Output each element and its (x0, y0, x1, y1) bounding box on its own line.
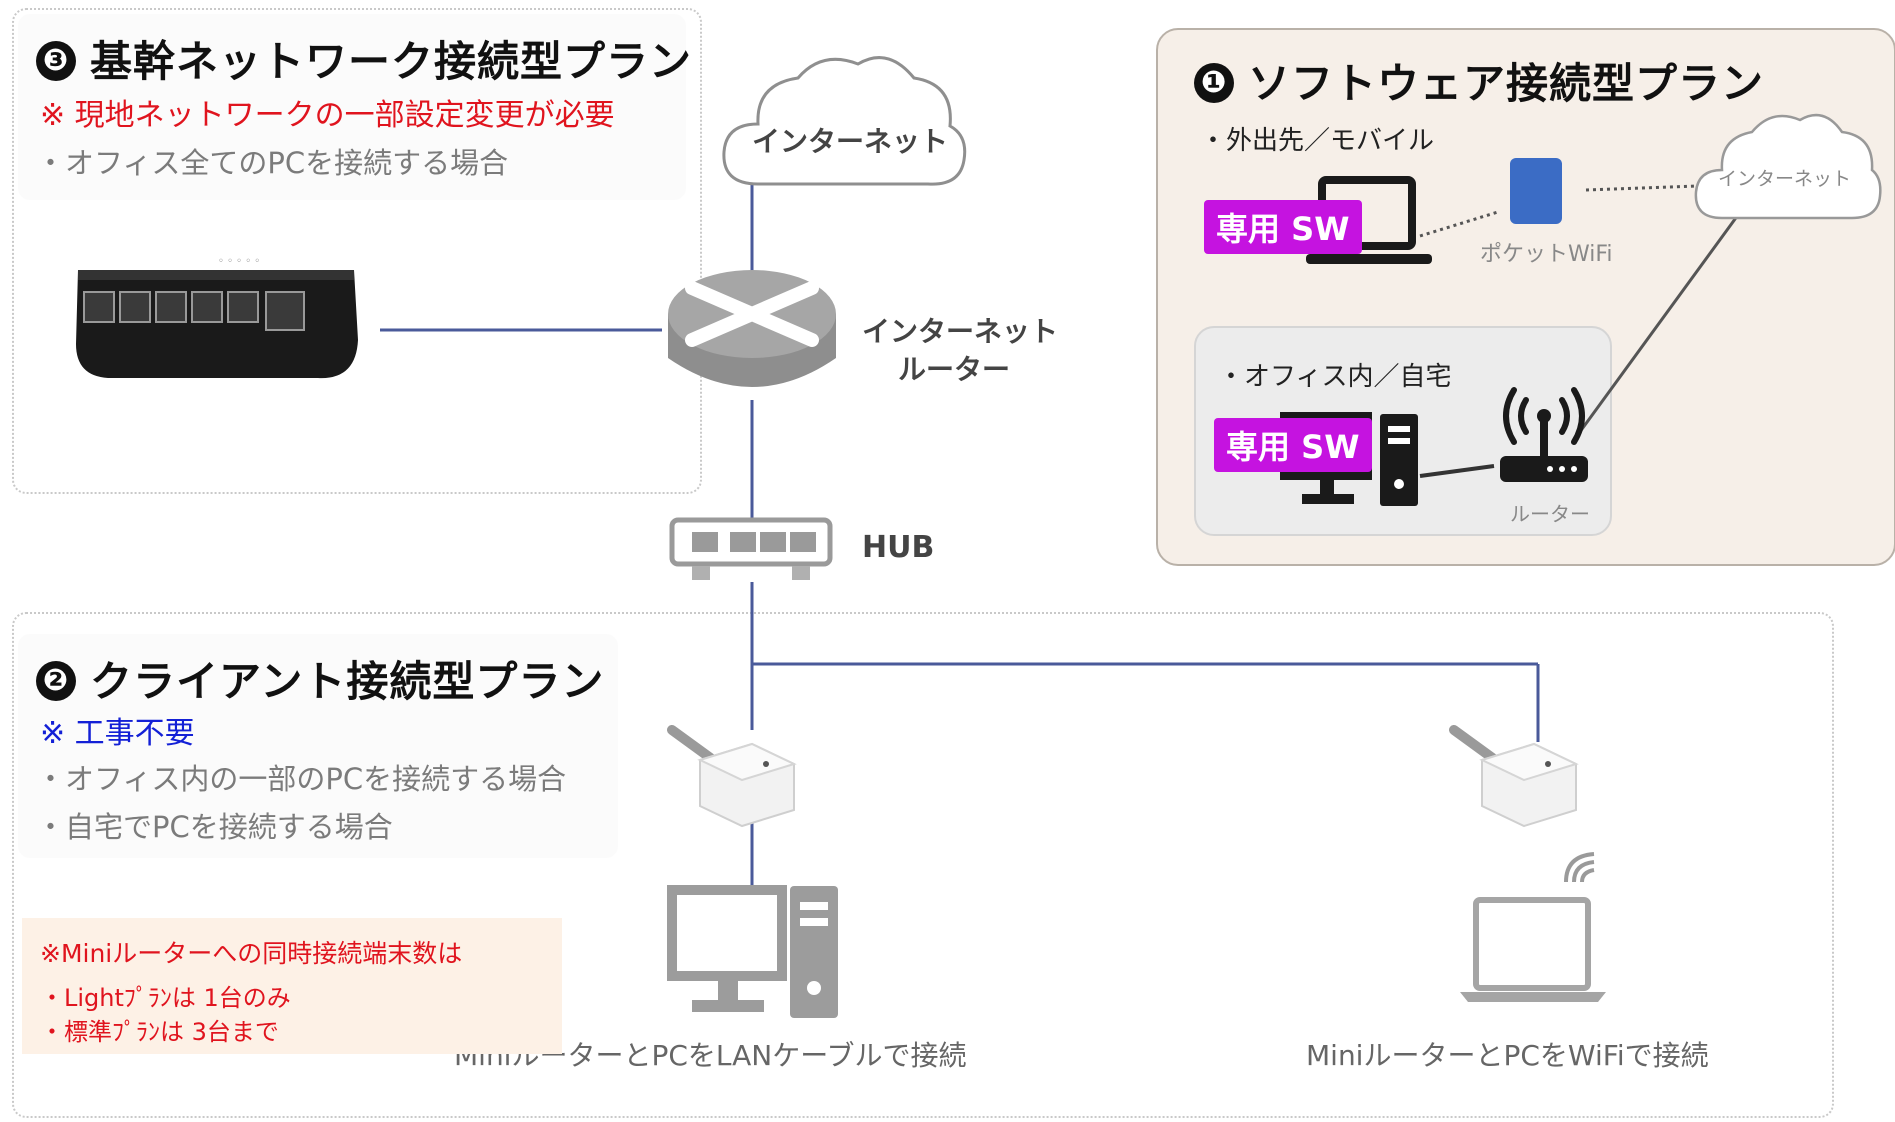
plan1-title: ❶ ソフトウェア接続型プラン (1194, 50, 1764, 111)
network-switch-icon: ◦ ◦ ◦ ◦ ◦ (76, 256, 358, 379)
hub-label: HUB (862, 530, 935, 565)
internet-cloud-icon (722, 56, 967, 186)
mini-note-line3: ・標準ﾌﾟﾗﾝは 3台まで (40, 1018, 279, 1046)
hub-icon (669, 517, 833, 580)
plan1-office-label: ・オフィス内／自宅 (1218, 362, 1452, 392)
plan2-note: ※ 工事不要 (40, 716, 195, 751)
plan1-title-text: ソフトウェア接続型プラン (1248, 59, 1765, 108)
plan3-number-icon: ❸ (36, 40, 76, 81)
desktop-pc-lan-icon (667, 885, 838, 1018)
plan1-mobile-label: ・外出先／モバイル (1200, 126, 1435, 156)
software-tag-mobile: 専用 SW (1204, 200, 1362, 254)
mini-router-right-icon (1449, 725, 1579, 828)
pocket-wifi-icon (1510, 158, 1562, 224)
router-small-label: ルーター (1510, 502, 1590, 526)
mini-router-note-box (22, 918, 562, 1054)
plan2-title: ❷ クライアント接続型プラン (36, 648, 604, 709)
pocket-wifi-label: ポケットWiFi (1480, 242, 1613, 267)
mini-note-line1: ※Miniルーターへの同時接続端末数は (40, 939, 463, 968)
wifi-connection-label: MiniルーターとPCをWiFiで接続 (1306, 1039, 1709, 1072)
router-icon (668, 270, 836, 387)
wifi-signal-icon (1564, 852, 1595, 883)
laptop-wifi-icon (1460, 897, 1606, 1002)
plan3-container (12, 8, 702, 494)
plan3-bullet: ・オフィス全てのPCを接続する場合 (36, 146, 509, 180)
plan2-header-panel (18, 634, 618, 858)
mini-router-left-icon (667, 725, 797, 828)
plan1-number-icon: ❶ (1194, 62, 1234, 103)
plan3-header-panel (18, 14, 686, 200)
small-internet-label: インターネット (1718, 168, 1852, 190)
wifi-router-icon (1500, 387, 1588, 482)
plan3-title: ❸ 基幹ネットワーク接続型プラン (36, 28, 692, 89)
mini-note-line2: ・Lightﾌﾟﾗﾝは 1台のみ (40, 984, 291, 1012)
plan3-note: ※ 現地ネットワークの一部設定変更が必要 (40, 98, 615, 133)
plan3-title-text: 基幹ネットワーク接続型プラン (90, 37, 693, 86)
plan2-number-icon: ❷ (36, 660, 76, 701)
router-label-line1: インターネット (862, 315, 1059, 348)
plan2-bullet-2: ・自宅でPCを接続する場合 (36, 810, 393, 844)
software-tag-office: 専用 SW (1214, 418, 1372, 472)
plan2-bullet-1: ・オフィス内の一部のPCを接続する場合 (36, 762, 567, 796)
svg-text:◦ ◦ ◦ ◦ ◦: ◦ ◦ ◦ ◦ ◦ (218, 256, 260, 267)
internet-cloud-label: インターネット (752, 125, 949, 158)
plan2-container (12, 612, 1834, 1118)
small-internet-cloud-icon (1694, 113, 1882, 220)
plan2-title-text: クライアント接続型プラン (90, 657, 605, 706)
router-label-line2: ルーター (898, 353, 1011, 386)
